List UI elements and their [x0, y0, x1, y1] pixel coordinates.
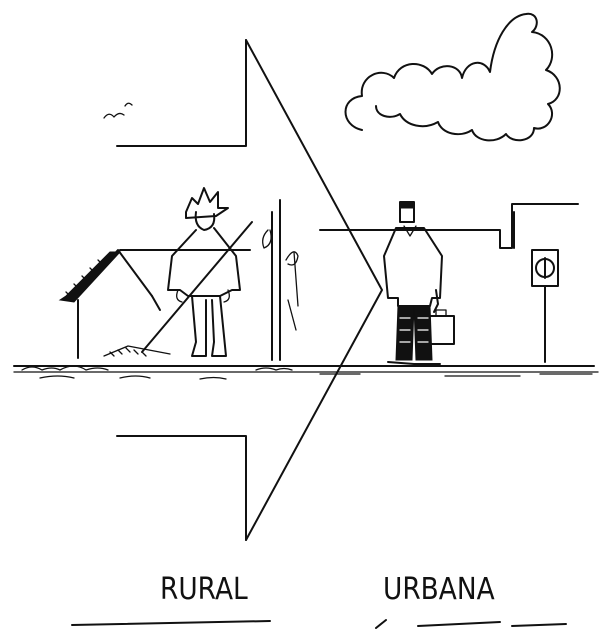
cloud-icon — [346, 14, 560, 141]
rural-label: RURAL — [160, 572, 248, 607]
ground — [14, 366, 598, 379]
road-sign-icon — [532, 250, 558, 362]
rural-man-icon — [104, 188, 252, 356]
birds-icon — [104, 103, 132, 118]
plant-icon — [263, 200, 298, 360]
urban-building-icon — [320, 204, 578, 248]
urbana-label: URBANA — [383, 572, 495, 607]
arrow-outline — [117, 40, 382, 540]
label-underlines — [72, 620, 566, 628]
urban-man-icon — [384, 202, 454, 364]
